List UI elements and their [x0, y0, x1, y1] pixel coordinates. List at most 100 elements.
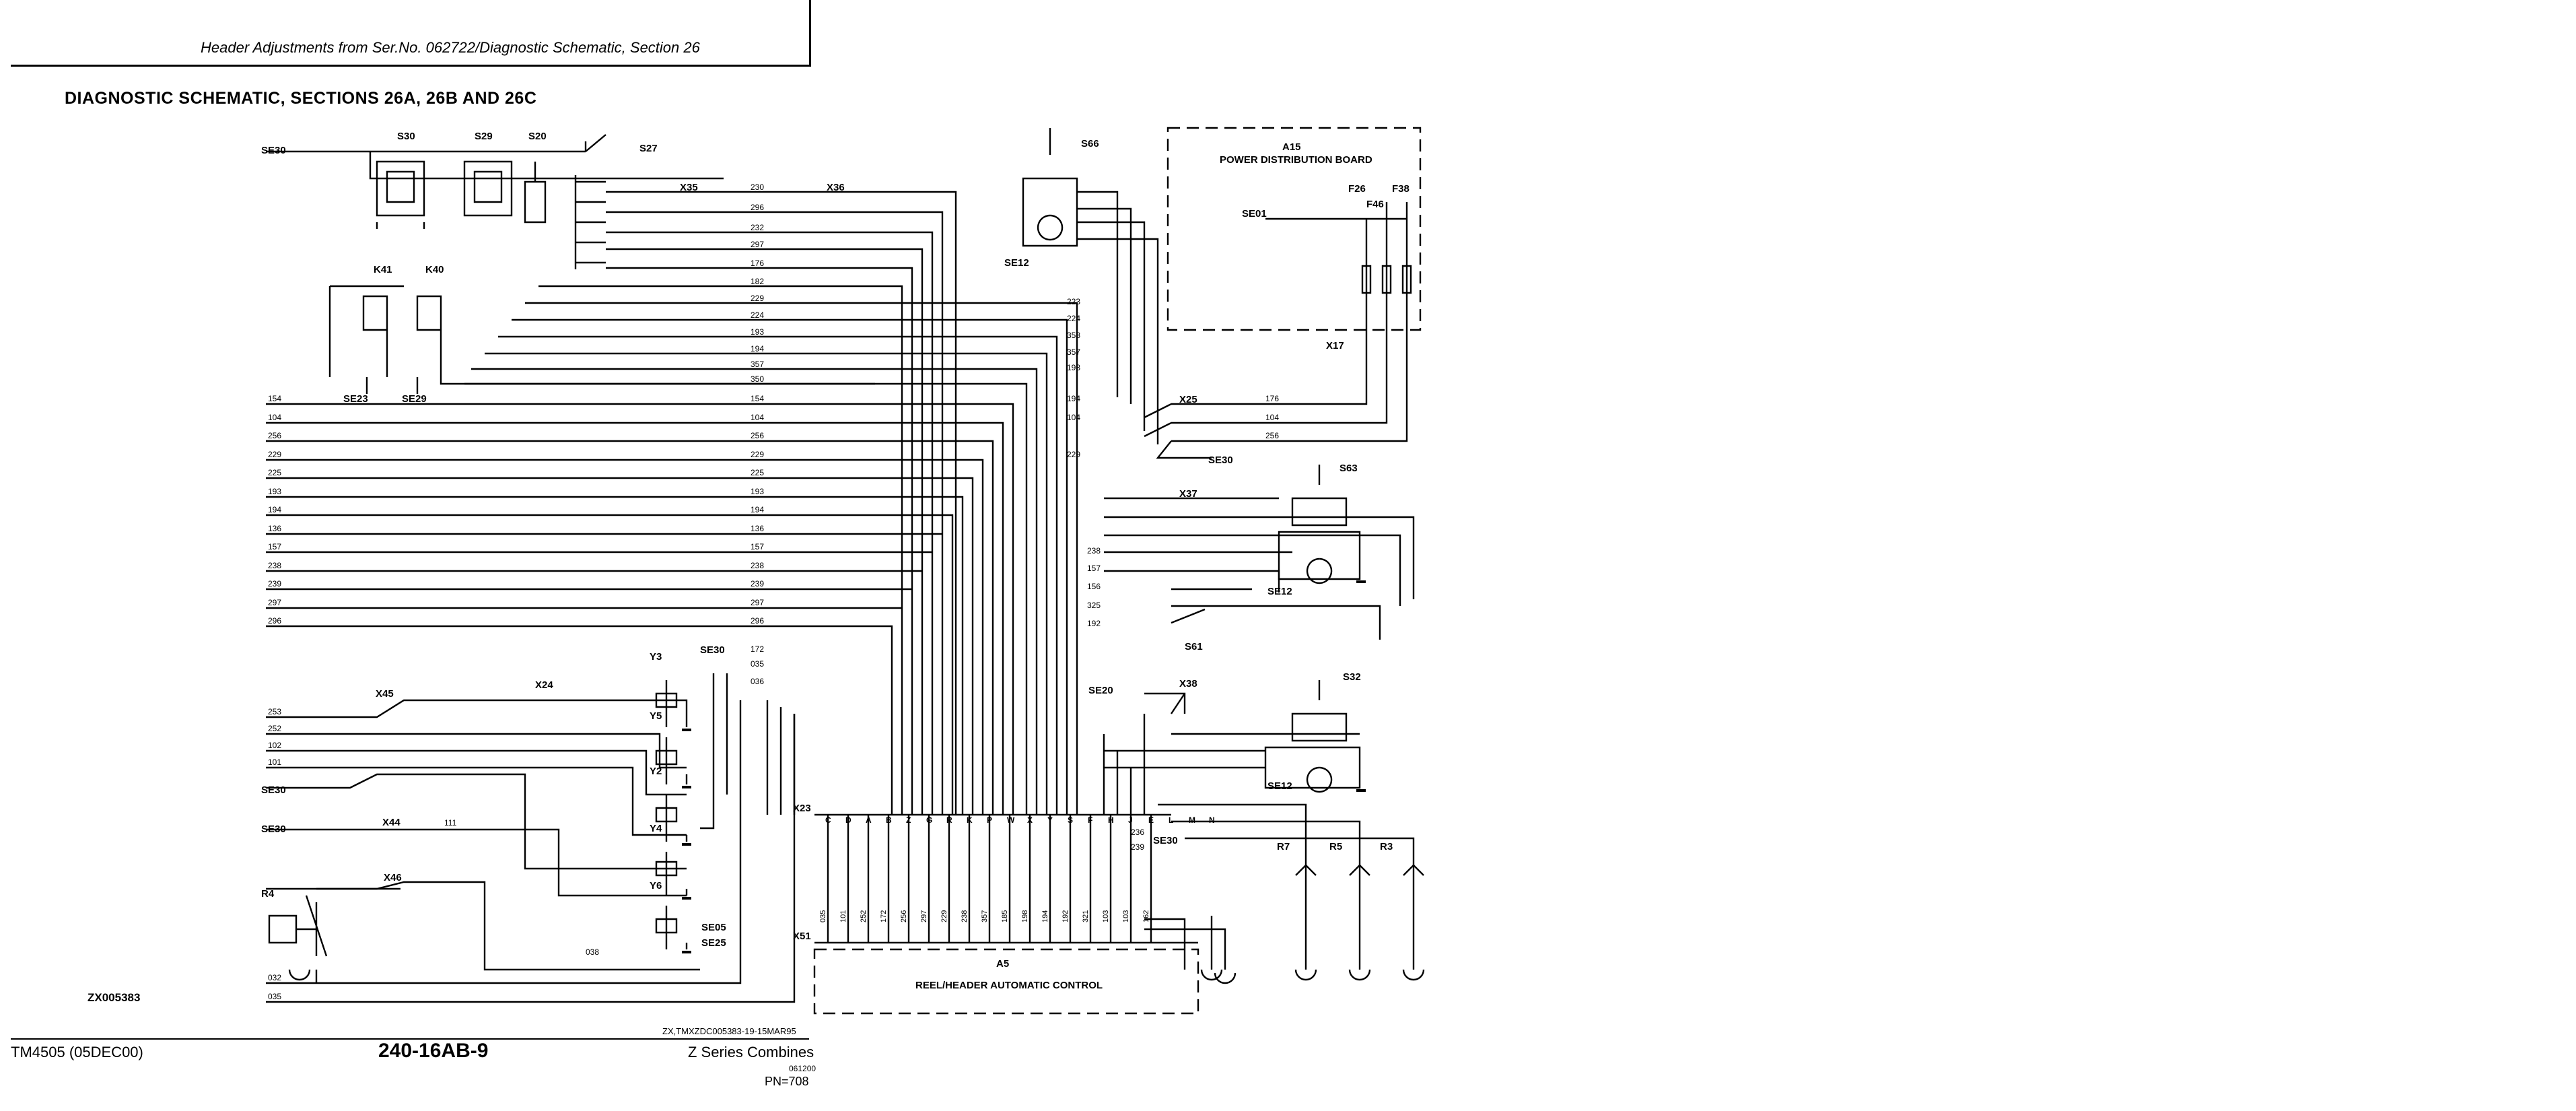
wire-number-label: 357: [981, 910, 989, 922]
wire-number-label: L: [1169, 815, 1173, 825]
label-s32: S32: [1343, 671, 1361, 683]
wire-number-label: 136: [268, 524, 281, 533]
page-title: DIAGNOSTIC SCHEMATIC, SECTIONS 26A, 26B …: [65, 89, 537, 108]
footer-divider: [11, 1038, 809, 1040]
wire-number-label: 032: [268, 973, 281, 982]
wire-number-label: N: [1209, 815, 1215, 825]
label-se29: SE29: [402, 393, 427, 405]
wire-number-label: R: [946, 815, 952, 825]
label-x17: X17: [1326, 340, 1344, 351]
wire-number-label: 297: [920, 910, 928, 922]
wire-number-label: 357: [1067, 347, 1080, 357]
label-a5-name: REEL/HEADER AUTOMATIC CONTROL: [915, 980, 1103, 991]
label-y4: Y4: [650, 823, 662, 834]
wire-number-label: 176: [751, 259, 764, 268]
label-r7: R7: [1277, 841, 1290, 852]
label-s27: S27: [639, 143, 658, 154]
wire-number-label: 357: [751, 360, 764, 369]
label-x46: X46: [384, 872, 402, 883]
wire-number-label: 194: [1067, 394, 1080, 403]
label-se30-feed: SE30: [261, 145, 286, 156]
wire-number-label: 256: [751, 431, 764, 440]
wire-number-label: Y: [1047, 815, 1053, 825]
wire-number-label: W: [1007, 815, 1015, 825]
wire-number-label: 297: [751, 598, 764, 607]
wire-number-label: 194: [751, 344, 764, 354]
wire-number-label: H: [1108, 815, 1114, 825]
label-x45: X45: [376, 688, 394, 700]
wire-number-label: 297: [268, 598, 281, 607]
label-se25: SE25: [701, 937, 726, 949]
wire-number-label: 157: [751, 542, 764, 551]
label-s29: S29: [475, 131, 493, 142]
wire-number-label: E: [1148, 815, 1154, 825]
wire-number-label: 236: [1131, 828, 1144, 837]
label-r3: R3: [1380, 841, 1393, 852]
wire-number-label: 296: [268, 616, 281, 626]
label-s30: S30: [397, 131, 415, 142]
label-se12-s63: SE12: [1267, 586, 1292, 597]
figure-id: ZX005383: [88, 991, 141, 1004]
label-a5: A5: [996, 958, 1009, 970]
label-x23: X23: [793, 803, 811, 814]
page-number: 240-16AB-9: [378, 1040, 489, 1062]
wire-number-label: 256: [1265, 431, 1279, 440]
wire-number-label: 224: [751, 310, 764, 320]
label-se30-y: SE30: [700, 644, 725, 656]
label-x38: X38: [1179, 678, 1197, 689]
wire-number-label: 038: [586, 947, 599, 957]
wire-number-label: X: [1027, 815, 1033, 825]
label-f46: F46: [1366, 199, 1384, 210]
wire-number-label: 296: [751, 616, 764, 626]
label-s20: S20: [528, 131, 547, 142]
label-se20: SE20: [1088, 685, 1113, 696]
label-x36: X36: [827, 182, 845, 193]
wire-number-label: 157: [1087, 564, 1101, 573]
figure-code: ZX,TMXZDC005383-19-15MAR95: [662, 1026, 796, 1036]
wire-number-label: Z: [906, 815, 911, 825]
wire-number-label: 182: [751, 277, 764, 286]
wire-number-label: F: [1088, 815, 1092, 825]
wire-number-label: 297: [751, 240, 764, 249]
wire-number-label: 035: [751, 659, 764, 669]
wire-number-label: 103: [1102, 910, 1110, 922]
wire-number-label: 154: [268, 394, 281, 403]
label-se05: SE05: [701, 922, 726, 933]
wire-number-label: 256: [900, 910, 908, 922]
wire-number-label: 185: [1001, 910, 1009, 922]
wire-number-label: 232: [751, 223, 764, 232]
wire-number-label: 225: [751, 468, 764, 477]
label-y6: Y6: [650, 880, 662, 891]
wire-number-label: 239: [751, 579, 764, 588]
wire-number-label: 176: [1265, 394, 1279, 403]
wire-number-label: 230: [751, 182, 764, 192]
wire-number-label: 194: [268, 505, 281, 514]
wire-number-label: 162: [1142, 910, 1150, 922]
wire-number-label: 035: [819, 910, 827, 922]
label-se30-r: SE30: [1153, 835, 1178, 846]
wire-number-label: 101: [839, 910, 847, 922]
label-x35: X35: [680, 182, 698, 193]
wire-number-label: 193: [751, 327, 764, 337]
label-s61: S61: [1185, 641, 1203, 652]
wire-number-label: 238: [751, 561, 764, 570]
wire-number-label: 101: [268, 758, 281, 767]
wire-number-label: 229: [1067, 450, 1080, 459]
wire-number-label: 192: [1087, 619, 1101, 628]
wire-number-label: 238: [1087, 546, 1101, 556]
wire-number-label: S: [1068, 815, 1073, 825]
wire-number-label: 253: [268, 707, 281, 716]
wire-number-label: 198: [1021, 910, 1029, 922]
label-s63: S63: [1339, 463, 1358, 474]
label-f38: F38: [1392, 183, 1409, 195]
wire-number-label: 172: [880, 910, 888, 922]
label-se12-s32: SE12: [1267, 780, 1292, 792]
wire-number-label: 225: [268, 468, 281, 477]
label-x51: X51: [793, 931, 811, 942]
wire-number-label: P: [987, 815, 992, 825]
wire-number-label: 157: [268, 542, 281, 551]
wire-number-label: 104: [751, 413, 764, 422]
wire-number-label: 111: [444, 818, 457, 828]
wire-number-label: 252: [268, 724, 281, 733]
